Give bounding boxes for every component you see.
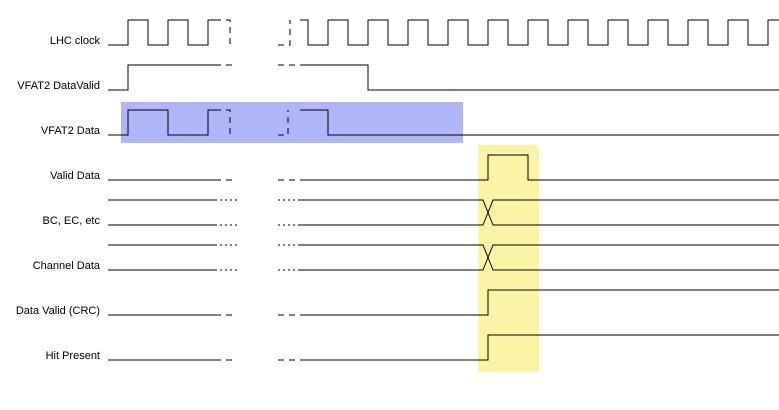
wave-valid-data [108, 154, 779, 181]
wave-data-valid-crc [108, 289, 779, 316]
wave-bc-ec [108, 199, 779, 226]
label-data-valid-crc: Data Valid (CRC) [16, 305, 100, 317]
wave-channel-data [108, 244, 779, 271]
vfat2-data-highlight [121, 102, 463, 143]
label-vfat2-data: VFAT2 Data [41, 125, 101, 137]
label-lhc-clock: LHC clock [50, 35, 101, 47]
wave-vfat2-datavalid [108, 64, 779, 91]
label-vfat2-datavalid: VFAT2 DataValid [17, 80, 100, 92]
wave-lhc-clock [108, 19, 779, 46]
label-valid-data: Valid Data [50, 170, 101, 182]
wave-hit-present [108, 334, 779, 361]
label-hit-present: Hit Present [46, 350, 100, 362]
wave-vfat2-data [108, 109, 779, 136]
label-channel-data: Channel Data [33, 260, 101, 272]
label-bc-ec: BC, EC, etc [43, 215, 101, 227]
